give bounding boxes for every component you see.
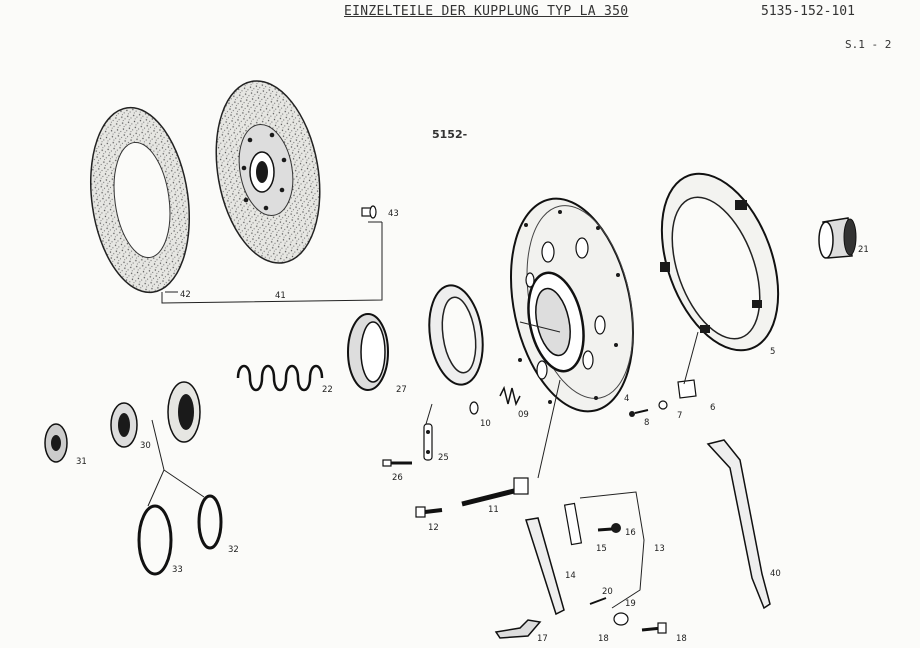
sheet-number: S.1 - 2	[845, 38, 892, 51]
coil-spring	[236, 364, 324, 392]
callout-33: 33	[172, 565, 183, 575]
lock-plate	[563, 502, 583, 546]
callout-12: 12	[428, 523, 439, 533]
bolt-16	[597, 523, 621, 533]
ball-bearing	[110, 402, 138, 448]
callout-41: 41	[275, 291, 286, 301]
callout-20: 20	[602, 587, 613, 597]
housing-leaders	[519, 321, 699, 479]
callout-43: 43	[388, 209, 399, 219]
spanner-40	[706, 439, 771, 610]
bearing-carrier	[167, 381, 201, 443]
callout-17: 17	[537, 634, 548, 644]
bushing	[818, 217, 857, 259]
clip-6	[677, 379, 697, 399]
callout-11: 11	[488, 505, 499, 515]
part-group-prefix: 5152-	[432, 128, 468, 141]
leader-32-33	[147, 419, 205, 507]
release-shaft	[461, 477, 529, 507]
thrust-ring	[347, 313, 389, 391]
callout-4: 4	[624, 394, 629, 404]
callout-18b: 18	[676, 634, 687, 644]
callout-16: 16	[625, 528, 636, 538]
link-plate	[423, 423, 433, 461]
document-number: 5135-152-101	[761, 4, 855, 19]
callout-18a: 18	[598, 634, 609, 644]
hub-nut	[44, 423, 68, 463]
callout-26: 26	[392, 473, 403, 483]
leader-25	[425, 403, 433, 425]
callout-25: 25	[438, 453, 449, 463]
callout-19: 19	[625, 599, 636, 609]
callout-7: 7	[677, 411, 682, 421]
callout-22: 22	[322, 385, 333, 395]
callout-42: 42	[180, 290, 191, 300]
clutch-disc	[215, 80, 321, 264]
nut-19	[613, 612, 629, 626]
callout-6: 6	[710, 403, 715, 413]
callout-14: 14	[565, 571, 576, 581]
screw-8	[629, 409, 649, 417]
callout-32: 32	[228, 545, 239, 555]
callout-15: 15	[596, 544, 607, 554]
bolt-26	[382, 459, 412, 467]
callout-21: 21	[858, 245, 869, 255]
release-ring	[428, 284, 484, 386]
snap-ring-33	[137, 504, 173, 576]
callout-31: 31	[76, 457, 87, 467]
leader-41-42-43	[161, 221, 383, 304]
spring-09	[499, 385, 521, 407]
bolt-18	[641, 622, 667, 634]
pressure-ring	[660, 172, 780, 352]
leader-13	[579, 491, 645, 609]
callout-labels: 42 41 43 21 5 22 27 4 6 7 8 09 10 25 26 …	[76, 209, 869, 644]
pin-20	[589, 597, 607, 605]
washer-7	[658, 400, 668, 410]
callout-40: 40	[770, 569, 781, 579]
snap-ring-32	[197, 494, 223, 550]
bolt-12	[415, 506, 443, 518]
callout-27: 27	[396, 385, 407, 395]
callout-09: 09	[518, 410, 529, 420]
callout-8: 8	[644, 418, 649, 428]
callout-13: 13	[654, 544, 665, 554]
drawing-title: EINZELTEILE DER KUPPLUNG TYP LA 350	[344, 4, 629, 19]
callout-5: 5	[770, 347, 775, 357]
release-lever	[525, 517, 565, 616]
callout-10: 10	[480, 419, 491, 429]
clutch-housing	[509, 197, 635, 413]
pin-10	[469, 401, 479, 415]
friction-lining-ring	[89, 106, 191, 294]
fork-end	[494, 619, 542, 639]
callout-30: 30	[140, 441, 151, 451]
rivet	[361, 205, 377, 219]
